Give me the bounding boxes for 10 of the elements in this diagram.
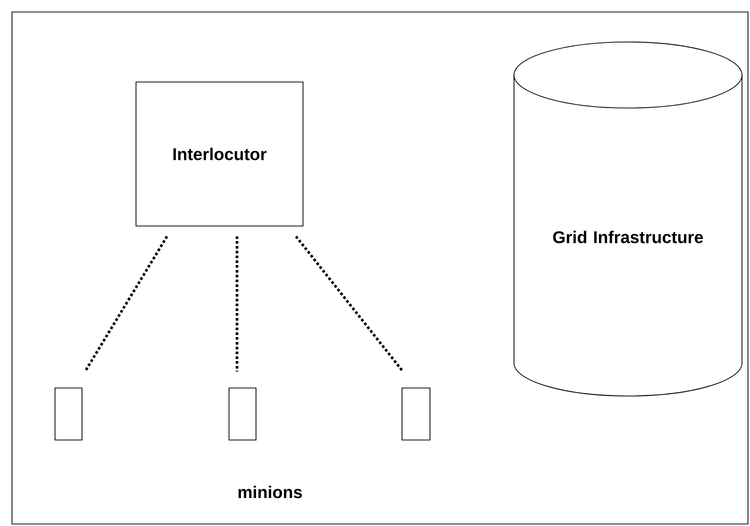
dotted-line <box>294 236 404 372</box>
dotted-line <box>236 236 238 372</box>
dotted-line <box>84 236 168 372</box>
node-label: Grid Infrastructure <box>553 230 703 244</box>
small-box <box>54 388 82 440</box>
process-box: Interlocutor <box>136 82 304 226</box>
cylinder: Grid Infrastructure <box>514 42 742 396</box>
small-box <box>402 388 430 440</box>
small-box <box>228 388 256 440</box>
group-label: minions <box>238 486 302 498</box>
